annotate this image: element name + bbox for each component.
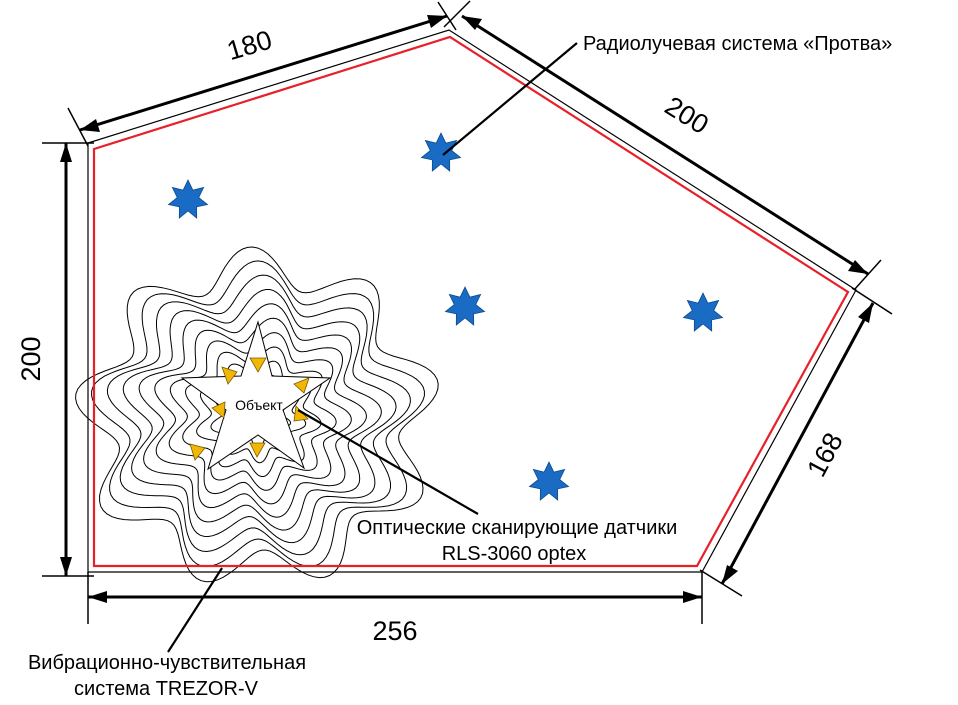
radio-sensor-star-icon [420, 132, 462, 172]
dimension-top-right: 200 [660, 91, 714, 140]
perimeter-fence-red [92, 35, 850, 568]
radio-sensor-star-icon [528, 461, 570, 501]
optical-sensor-icon [189, 443, 206, 461]
object-star-outline [180, 320, 332, 471]
vibration-ring [106, 274, 411, 556]
dimension-right: 168 [801, 428, 849, 482]
optical-sensor-icon [293, 377, 310, 394]
callout-leaders [167, 42, 578, 653]
radio-sensor-star-icon [444, 286, 486, 326]
optical-sensors-label-line1: Оптические сканирующие датчики [357, 517, 678, 539]
optical-sensor-icon [249, 357, 267, 373]
radio-beam-sensors [167, 132, 724, 501]
vibration-system-label-line2: система TREZOR-V [74, 678, 259, 700]
vibration-ring [154, 317, 367, 518]
radio-sensor-star-icon [682, 292, 724, 332]
vibration-ring [122, 289, 397, 544]
dimension-top-left: 180 [224, 25, 276, 67]
radio-sensor-star-icon [167, 179, 209, 219]
object-label: Объект [235, 397, 283, 413]
radio-system-label: Радиолучевая система «Протва» [583, 33, 892, 55]
dimension-arrowheads [60, 15, 873, 603]
vibration-ring [91, 260, 425, 568]
optical-sensors [189, 357, 310, 461]
vibration-ring [182, 346, 337, 491]
vibration-ring [168, 332, 352, 505]
dimension-bottom: 256 [372, 616, 417, 646]
vibration-ring [138, 303, 382, 531]
optical-sensor-icon [221, 366, 238, 385]
vibration-detection-zone [75, 246, 439, 583]
optical-sensor-icon [249, 442, 266, 458]
optical-sensors-label-line2: RLS-3060 optex [442, 543, 587, 565]
vibration-system-label-line1: Вибрационно-чувствительная [28, 652, 306, 674]
optical-sensor-icon [211, 401, 226, 419]
dimension-lines [42, 0, 893, 624]
dimension-left: 200 [16, 336, 46, 381]
perimeter-outline-black [87, 29, 857, 573]
